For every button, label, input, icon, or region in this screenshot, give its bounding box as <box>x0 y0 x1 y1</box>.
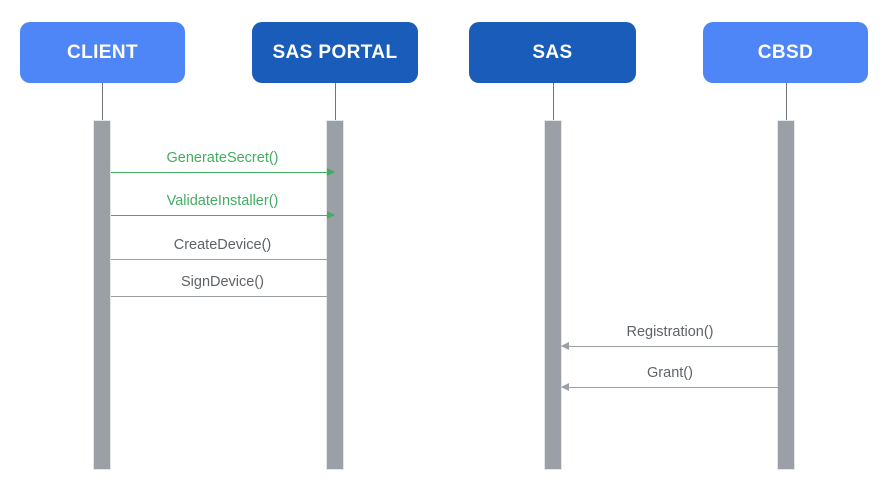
lifeline-stem-sas <box>553 83 554 121</box>
lifeline-stem-client <box>102 83 103 121</box>
activation-bar-cbsd <box>777 120 795 470</box>
lifeline-stem-cbsd <box>786 83 787 121</box>
message-label-create-device: CreateDevice() <box>173 237 272 253</box>
activation-bar-sas <box>544 120 562 470</box>
participant-label-cbsd: CBSD <box>757 41 814 63</box>
message-label-registration: Registration() <box>626 324 714 340</box>
message-line-validate-installer <box>111 215 334 216</box>
lifeline-stem-sas-portal <box>335 83 336 121</box>
arrowhead-right-sign-device <box>327 292 335 300</box>
activation-bar-sas-portal <box>326 120 344 470</box>
participant-box-sas-portal[interactable]: SAS PORTAL <box>252 22 418 83</box>
message-line-generate-secret <box>111 172 334 173</box>
participant-box-sas[interactable]: SAS <box>469 22 636 83</box>
arrowhead-right-validate-installer <box>327 211 335 219</box>
message-line-sign-device <box>111 296 334 297</box>
arrowhead-right-generate-secret <box>327 168 335 176</box>
participant-box-cbsd[interactable]: CBSD <box>703 22 868 83</box>
arrowhead-left-grant <box>561 383 569 391</box>
participant-box-client[interactable]: CLIENT <box>20 22 185 83</box>
message-label-generate-secret: GenerateSecret() <box>166 150 279 166</box>
message-label-validate-installer: ValidateInstaller() <box>166 193 279 209</box>
participant-label-client: CLIENT <box>66 41 138 63</box>
participant-label-sas-portal: SAS PORTAL <box>272 41 398 63</box>
message-line-grant <box>562 387 778 388</box>
activation-bar-client <box>93 120 111 470</box>
message-line-registration <box>562 346 778 347</box>
message-label-sign-device: SignDevice() <box>181 274 264 290</box>
arrowhead-left-registration <box>561 342 569 350</box>
arrowhead-right-create-device <box>327 255 335 263</box>
participant-label-sas: SAS <box>532 41 573 63</box>
message-label-grant: Grant() <box>647 365 693 381</box>
message-line-create-device <box>111 259 334 260</box>
